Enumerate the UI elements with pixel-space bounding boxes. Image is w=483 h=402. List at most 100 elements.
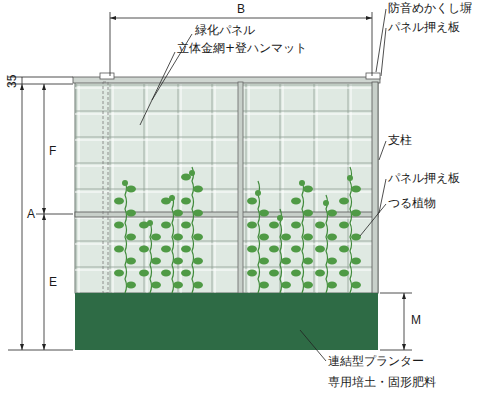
- planter: [75, 293, 378, 350]
- leaf: [339, 198, 349, 205]
- vine-stem: [192, 167, 194, 293]
- mesh-horizontal: [75, 84, 378, 293]
- leaf: [122, 180, 128, 186]
- dimension-label: F: [48, 145, 57, 158]
- leaf: [161, 222, 171, 229]
- leaf: [114, 222, 124, 229]
- leaf: [339, 222, 349, 229]
- vine-stem: [350, 167, 352, 293]
- leaf: [339, 246, 349, 253]
- callout-label: 防音めかくし塀: [388, 2, 472, 15]
- leaf: [139, 246, 149, 253]
- leaf: [126, 210, 136, 217]
- leaf: [161, 246, 171, 253]
- callout-label: 連結型プランター: [328, 355, 424, 368]
- leaf: [347, 175, 353, 181]
- leaf: [181, 198, 191, 205]
- leaf: [193, 210, 203, 217]
- dimension-lines: [8, 12, 412, 350]
- leaf: [315, 270, 325, 277]
- leaf: [315, 222, 325, 229]
- callout-label: 立体金網+登ハンマット: [177, 42, 307, 55]
- leaf: [114, 270, 124, 277]
- leaf: [291, 198, 301, 205]
- leaf: [281, 234, 291, 241]
- leaf: [339, 270, 349, 277]
- dimension-label: B: [236, 3, 246, 16]
- leaf: [259, 210, 269, 217]
- leaf: [181, 222, 191, 229]
- leaf: [315, 246, 325, 253]
- dimension-label: M: [410, 314, 422, 327]
- leaf: [173, 282, 183, 289]
- leaf: [181, 270, 191, 277]
- leaf: [247, 222, 257, 229]
- leaf: [189, 170, 195, 176]
- leaf: [327, 210, 337, 217]
- green-panel: [75, 82, 378, 293]
- leaf: [303, 282, 313, 289]
- leaf: [269, 270, 279, 277]
- leaf: [173, 234, 183, 241]
- leaf: [247, 198, 257, 205]
- leaf: [351, 186, 361, 193]
- callout-label: 支柱: [388, 134, 412, 147]
- leaf: [151, 282, 161, 289]
- leaf: [303, 258, 313, 265]
- leaf: [255, 190, 261, 196]
- leaf: [351, 210, 361, 217]
- leaf: [126, 234, 136, 241]
- leaf: [281, 258, 291, 265]
- leaf: [291, 222, 301, 229]
- top-cap: [73, 77, 380, 83]
- leaf: [259, 282, 269, 289]
- vine-stem: [172, 195, 174, 293]
- leaf: [303, 234, 313, 241]
- leaf: [269, 246, 279, 253]
- leaf: [126, 186, 136, 193]
- dimension-label: 35: [6, 75, 19, 88]
- leaf: [299, 180, 305, 186]
- leaf: [247, 270, 257, 277]
- leaf: [193, 234, 203, 241]
- leaf: [259, 258, 269, 265]
- post: [103, 82, 108, 293]
- vine-stem: [150, 223, 152, 293]
- cap-clip: [366, 73, 380, 79]
- dimension-label: E: [48, 276, 58, 289]
- leaf: [169, 195, 175, 201]
- leaf: [281, 282, 291, 289]
- leaf: [327, 282, 337, 289]
- leaf: [291, 270, 301, 277]
- leaf: [269, 222, 279, 229]
- vine-stem: [280, 209, 282, 293]
- leaf: [247, 246, 257, 253]
- leaf: [327, 258, 337, 265]
- leaf: [139, 270, 149, 277]
- leaf: [303, 210, 313, 217]
- leaf: [126, 258, 136, 265]
- leaf: [147, 220, 153, 226]
- dimension-label: A: [26, 208, 36, 221]
- leaf: [303, 186, 313, 193]
- vine-plants: [114, 167, 361, 293]
- vine-stem: [326, 195, 328, 293]
- cap-clip: [100, 73, 114, 79]
- leaf: [151, 258, 161, 265]
- leaf: [351, 234, 361, 241]
- leaf: [173, 210, 183, 217]
- leaf: [173, 258, 183, 265]
- leaf: [114, 246, 124, 253]
- leaf: [193, 282, 203, 289]
- callout-label: パネル押え板: [388, 21, 460, 34]
- leader-lines: [140, 9, 386, 361]
- post: [238, 82, 243, 293]
- mesh-vertical: [75, 84, 378, 293]
- leaf: [114, 198, 124, 205]
- callout-label: 緑化パネル: [195, 24, 255, 37]
- dimension-arrowheads: [20, 16, 406, 350]
- callout-label: パネル押え板: [388, 172, 460, 185]
- post: [372, 82, 378, 293]
- leaf: [323, 200, 329, 206]
